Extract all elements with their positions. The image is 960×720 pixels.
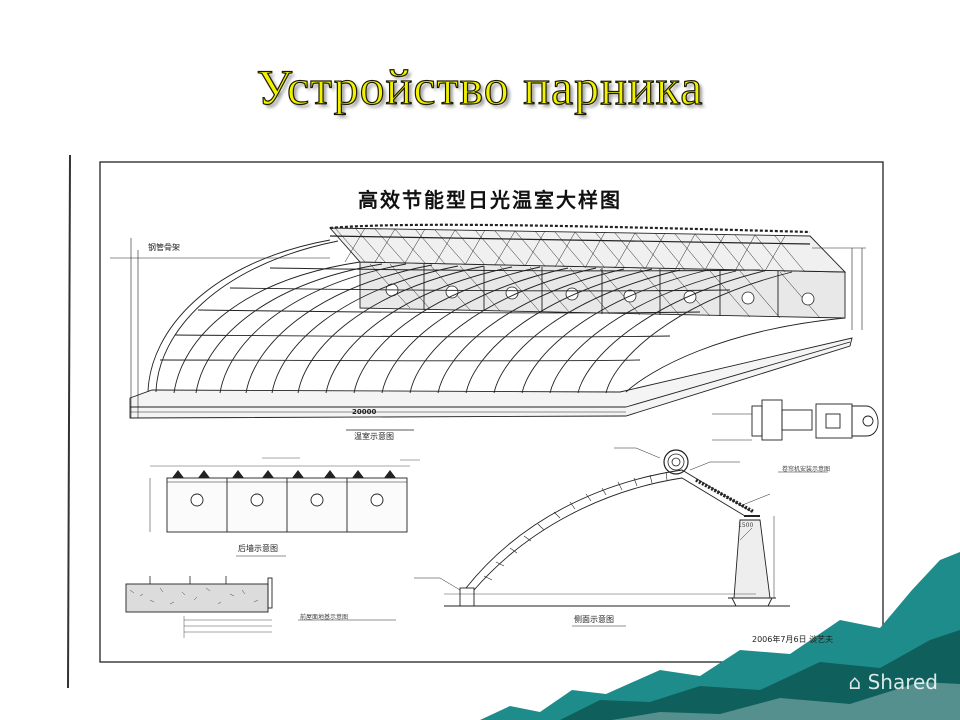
back-wall-elevation (149, 457, 420, 557)
slide-title: Устройство парника (256, 58, 704, 115)
greenhouse-caption: 温室示意图 (354, 432, 394, 441)
drawing-signature: 2006年7月6日 谈艺夫 (752, 635, 834, 644)
back-wall-caption: 后墙示意图 (238, 544, 278, 553)
shared-watermark: ⌂ Shared (849, 670, 938, 694)
side-section (414, 447, 790, 627)
pipe-frame-label: 钢管骨架 (148, 243, 180, 252)
watermark-text: Shared (867, 670, 938, 694)
roller-detail-caption: 卷帘机安装示意图 (782, 466, 831, 473)
sheet-title: 高效节能型日光温室大样图 (358, 188, 622, 212)
share-icon: ⌂ (848, 670, 862, 694)
roller-detail (712, 399, 879, 473)
dimension-1500: 1500 (738, 522, 754, 529)
section-caption: 侧面示意图 (574, 615, 614, 624)
greenhouse-perspective (110, 223, 866, 431)
decorative-corner-shape (480, 552, 960, 720)
foundation-detail (125, 576, 396, 638)
foundation-caption: 前屋面地基示意图 (300, 614, 349, 621)
span-dimension: 20000 (352, 408, 377, 416)
